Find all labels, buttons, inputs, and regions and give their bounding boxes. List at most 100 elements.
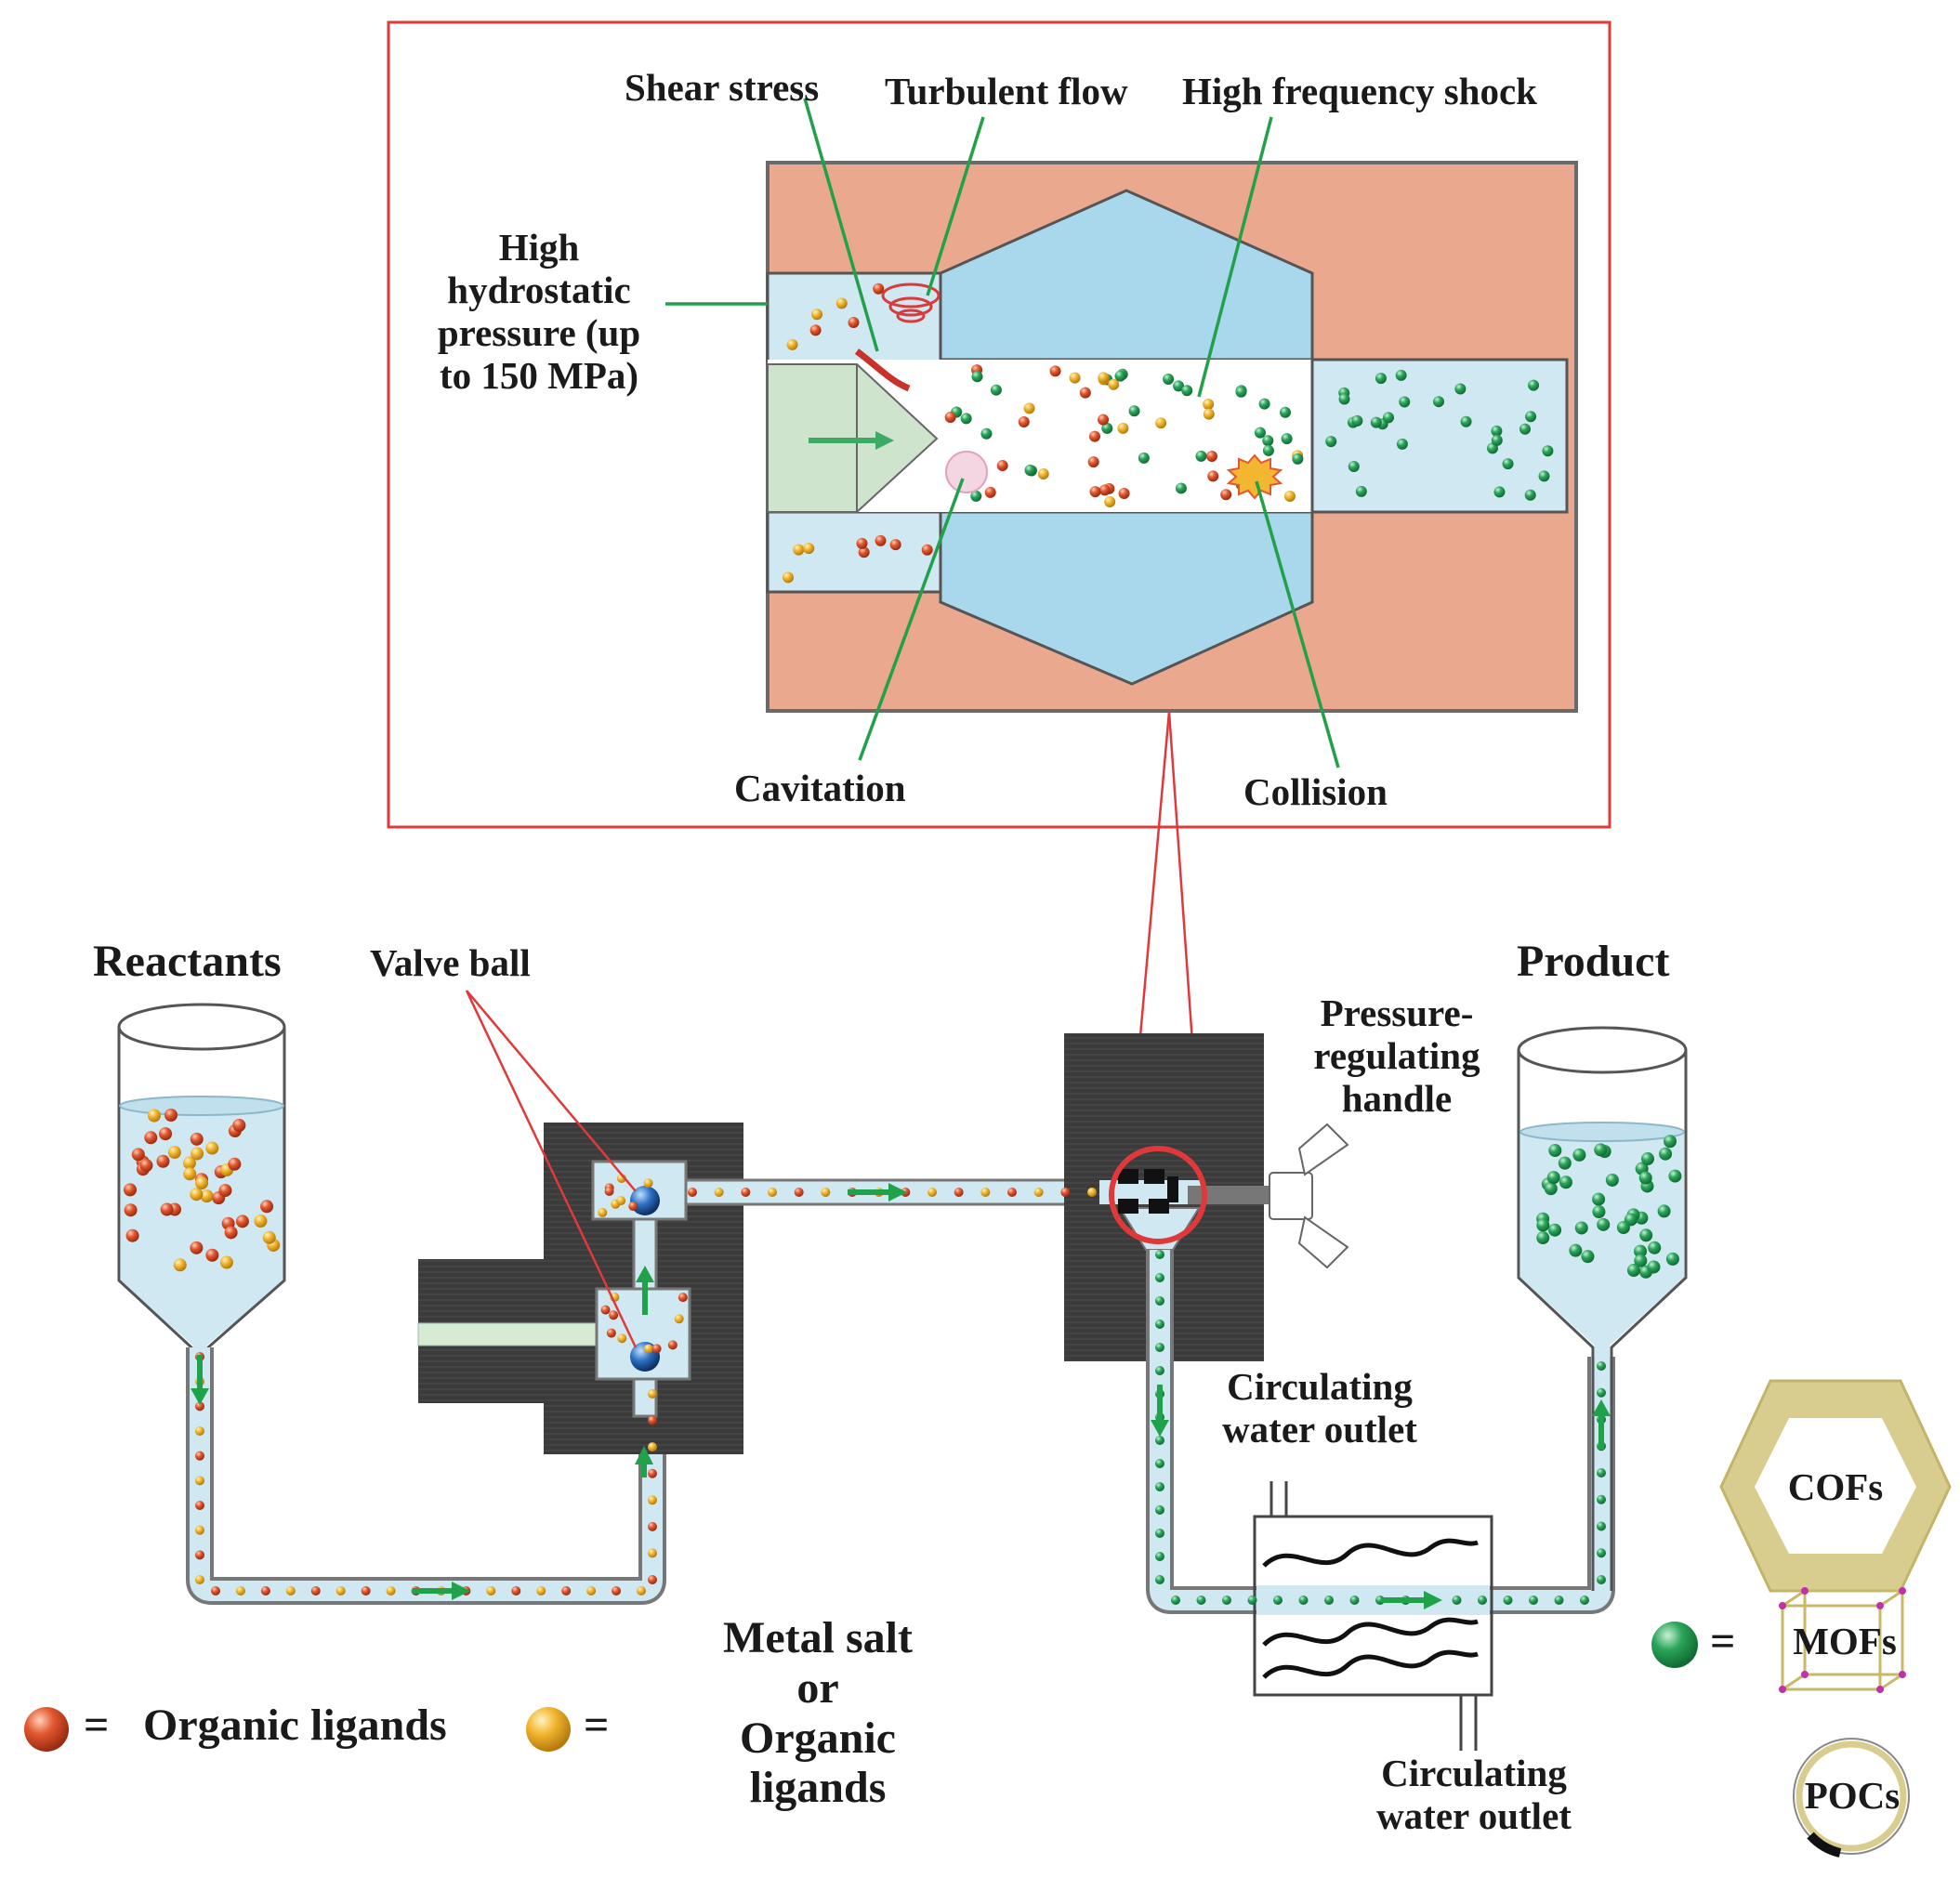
mof-cube-icon bbox=[1779, 1587, 1906, 1693]
product-particle bbox=[1491, 425, 1503, 437]
label-reactants: Reactants bbox=[93, 937, 282, 986]
flow-arrows bbox=[191, 1183, 1611, 1609]
ligand-particle bbox=[1203, 399, 1215, 411]
organic-ligand-particle bbox=[794, 1188, 804, 1197]
turbulence-swirl-icon bbox=[881, 282, 941, 323]
ligand-particle bbox=[235, 1586, 245, 1596]
ligand-particle bbox=[183, 1167, 197, 1181]
ligand-particle bbox=[803, 543, 815, 555]
ligand-particle bbox=[598, 1207, 608, 1217]
ligand-particle bbox=[616, 1196, 626, 1206]
legend-pocs: POCs bbox=[1804, 1774, 1901, 1817]
ligand-particle bbox=[254, 1214, 268, 1228]
label-circulating-water-outlet-top: Circulating water outlet bbox=[1222, 1365, 1417, 1451]
organic-ligand-particle bbox=[1018, 416, 1030, 428]
product-particle bbox=[1581, 1250, 1595, 1264]
arrow-up-icon bbox=[635, 1446, 653, 1477]
product-particle bbox=[1597, 1361, 1606, 1371]
ligand-particle bbox=[980, 1188, 991, 1197]
ligand-particle bbox=[1155, 417, 1167, 429]
product-particle bbox=[1155, 1320, 1164, 1329]
organic-ligand-red-icon bbox=[24, 1707, 69, 1752]
organic-ligand-particle bbox=[125, 1228, 139, 1242]
legend-organic-ligands: Organic ligands bbox=[143, 1701, 447, 1750]
product-particle bbox=[1247, 1596, 1257, 1605]
arrow-up-icon bbox=[636, 1266, 654, 1315]
product-particle bbox=[1433, 396, 1445, 408]
product-particle bbox=[1338, 393, 1350, 405]
ligand-particle bbox=[586, 1586, 597, 1596]
product-particle bbox=[1281, 433, 1293, 445]
product-particle bbox=[1155, 1273, 1164, 1282]
organic-ligand-particle bbox=[205, 1248, 219, 1262]
organic-ligand-particle bbox=[310, 1586, 321, 1596]
inset-panel bbox=[387, 20, 1611, 829]
organic-ligand-particle bbox=[156, 1154, 170, 1168]
product-particle bbox=[1639, 1228, 1653, 1242]
arrow-right-icon bbox=[848, 1183, 907, 1202]
organic-ligand-particle bbox=[361, 1586, 371, 1596]
arrow-up-icon bbox=[1592, 1399, 1611, 1450]
product-particle bbox=[1155, 1366, 1164, 1375]
product-particle bbox=[1222, 1596, 1231, 1605]
product-particle bbox=[1605, 1173, 1619, 1187]
product-particle bbox=[1370, 416, 1382, 428]
product-particle bbox=[1155, 1459, 1164, 1468]
ligand-particle bbox=[195, 1525, 204, 1535]
ligand-particle bbox=[285, 1586, 296, 1596]
product-particle bbox=[1348, 460, 1360, 472]
ligand-particle bbox=[793, 544, 805, 556]
product-particle bbox=[1546, 1171, 1560, 1185]
organic-ligand-particle bbox=[648, 1415, 657, 1425]
organic-ligand-particle bbox=[996, 460, 1008, 472]
product-particle bbox=[1114, 370, 1126, 382]
organic-ligand-particle bbox=[195, 1550, 204, 1560]
organic-ligand-particle bbox=[600, 1305, 611, 1315]
ligand-particle bbox=[191, 1147, 204, 1161]
inset-particles bbox=[783, 282, 1554, 584]
organic-ligand-particle bbox=[1098, 414, 1110, 426]
organic-ligand-particle bbox=[124, 1183, 138, 1197]
zoom-highlight-circle bbox=[1109, 1146, 1207, 1244]
organic-ligand-particle bbox=[159, 1127, 173, 1141]
product-particle bbox=[1452, 1596, 1462, 1605]
arrow-right-icon bbox=[413, 1582, 470, 1600]
product-particle bbox=[1395, 369, 1407, 381]
product-particle bbox=[1375, 373, 1387, 385]
organic-ligand-particle bbox=[1206, 451, 1218, 463]
ligand-particle bbox=[648, 1495, 657, 1505]
product-particle bbox=[1554, 1596, 1564, 1605]
product-particle bbox=[1597, 1217, 1611, 1231]
product-particle bbox=[1155, 1482, 1164, 1491]
pump-plunger bbox=[417, 1322, 598, 1346]
upper-valve-ball bbox=[630, 1186, 660, 1215]
product-particle bbox=[1597, 1387, 1606, 1398]
label-product: Product bbox=[1517, 937, 1670, 986]
label-turbulent-flow: Turbulent flow bbox=[885, 70, 1128, 112]
organic-ligand-particle bbox=[211, 1586, 220, 1596]
organic-ligand-particle bbox=[131, 1148, 145, 1162]
arrow-right-icon bbox=[1381, 1591, 1442, 1609]
product-green-icon bbox=[1651, 1622, 1698, 1668]
organic-ligand-particle bbox=[1060, 1188, 1071, 1197]
organic-ligand-particle bbox=[190, 1132, 204, 1146]
organic-ligand-particle bbox=[1079, 387, 1091, 399]
product-particle bbox=[1396, 438, 1408, 450]
product-particle bbox=[1634, 1244, 1648, 1258]
product-particle bbox=[1195, 450, 1207, 462]
ligand-particle bbox=[486, 1586, 496, 1596]
organic-ligand-particle bbox=[218, 1184, 232, 1198]
product-particle bbox=[1665, 1252, 1679, 1266]
organic-ligand-particle bbox=[612, 1586, 622, 1596]
product-particle bbox=[1548, 1144, 1562, 1158]
product-particle bbox=[1616, 1220, 1630, 1234]
product-particle bbox=[1569, 1243, 1583, 1257]
product-particle bbox=[1519, 423, 1531, 435]
organic-ligand-particle bbox=[809, 324, 822, 336]
product-particle bbox=[1597, 1521, 1606, 1531]
ligand-particle bbox=[835, 297, 848, 309]
product-particle bbox=[1572, 1148, 1586, 1162]
product-particle bbox=[1128, 405, 1140, 417]
organic-ligand-particle bbox=[160, 1202, 174, 1216]
product-particle bbox=[1460, 415, 1472, 427]
